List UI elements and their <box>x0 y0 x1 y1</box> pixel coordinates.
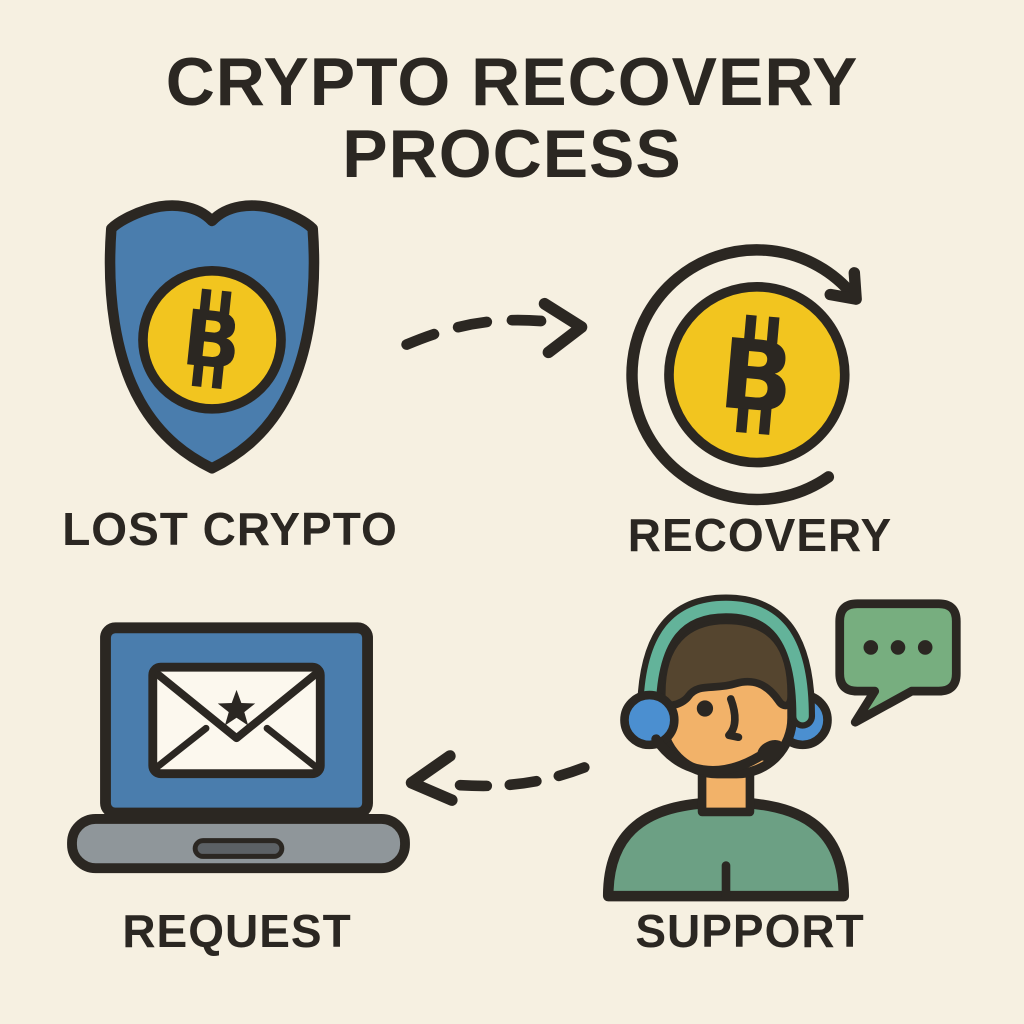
page-title-line2: PROCESS <box>342 116 682 193</box>
bitcoin-symbol: B <box>178 288 246 390</box>
envelope <box>148 662 325 779</box>
arrow-support-to-request-icon <box>405 750 590 806</box>
agent-hair <box>658 616 795 710</box>
laptop-base-notch <box>192 838 285 859</box>
envelope-flap <box>154 671 319 743</box>
bitcoin-circular-arrow-icon: B <box>626 244 862 506</box>
arrow-lost-to-recovery-icon <box>401 297 588 359</box>
step-label-support: SUPPORT <box>635 905 865 957</box>
bitcoin-symbol: B <box>715 314 798 436</box>
svg-text:B: B <box>178 294 245 389</box>
typing-dots <box>863 640 933 655</box>
agent-eye <box>696 700 714 717</box>
svg-text:B: B <box>715 317 798 436</box>
speech-bubble <box>835 599 961 727</box>
step-label-request: REQUEST <box>122 905 352 957</box>
step-label-recovery: RECOVERY <box>627 509 893 561</box>
step-label-lost-crypto: LOST CRYPTO <box>62 503 398 555</box>
headset-earcup-left <box>620 690 679 750</box>
star-icon <box>217 689 256 726</box>
bitcoin-coin <box>138 266 286 414</box>
laptop-email-icon <box>67 622 410 874</box>
bitcoin-coin <box>664 281 850 468</box>
microphone-icon <box>757 740 785 762</box>
agent-nose <box>725 695 743 742</box>
page-title-line1: CRYPTO RECOVERY <box>165 44 859 120</box>
refresh-arrow <box>626 244 856 506</box>
speech-bubble-icon <box>835 599 961 727</box>
refresh-arrowhead <box>824 267 862 305</box>
page-title: CRYPTO RECOVERY PROCESS <box>0 46 1024 190</box>
support-agent-icon <box>602 594 850 902</box>
shield-bitcoin-icon: B <box>104 200 320 474</box>
microphone-boom <box>651 734 765 776</box>
